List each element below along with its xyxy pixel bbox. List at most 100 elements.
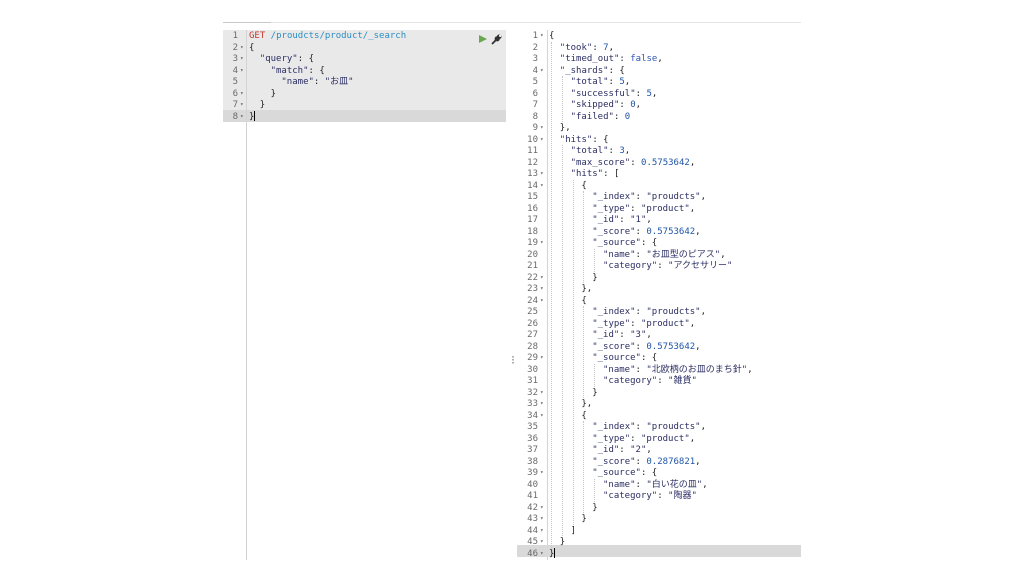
code-line: 38"_score": 0.2876821, bbox=[517, 456, 801, 468]
line-number: 4 bbox=[532, 65, 538, 76]
token-punct: , bbox=[695, 226, 701, 237]
fold-toggle-icon[interactable]: ▾ bbox=[540, 32, 544, 39]
fold-toggle-icon[interactable]: ▾ bbox=[540, 549, 544, 557]
line-number: 8 bbox=[532, 111, 538, 122]
fold-toggle-icon[interactable]: ▾ bbox=[240, 112, 244, 120]
line-number: 33 bbox=[527, 399, 538, 409]
code-line: 3▾"query": { bbox=[223, 53, 506, 65]
code-text: "_score": 0.5753642, bbox=[592, 341, 700, 353]
token-punct: , bbox=[646, 215, 652, 225]
fold-toggle-icon[interactable]: ▾ bbox=[540, 354, 544, 361]
line-number: 15 bbox=[527, 192, 538, 202]
fold-toggle-icon[interactable]: ▾ bbox=[540, 469, 544, 476]
token-punct: : bbox=[635, 479, 647, 490]
line-number: 29 bbox=[527, 353, 538, 363]
fold-toggle-icon[interactable]: ▾ bbox=[240, 66, 244, 74]
code-text: } bbox=[271, 88, 276, 100]
fold-toggle-icon[interactable]: ▾ bbox=[540, 273, 544, 281]
wrench-icon[interactable] bbox=[491, 33, 503, 45]
line-number: 5 bbox=[532, 77, 538, 87]
fold-toggle-icon[interactable]: ▾ bbox=[240, 55, 244, 62]
code-line: 39▾"_source": { bbox=[517, 467, 801, 479]
token-key: "_id" bbox=[592, 330, 620, 340]
token-punct: : bbox=[613, 111, 625, 122]
token-key: "failed" bbox=[570, 111, 614, 122]
code-line: 6"successful": 5, bbox=[517, 88, 801, 100]
fold-toggle-icon[interactable]: ▾ bbox=[240, 101, 244, 108]
token-punct: : bbox=[635, 88, 647, 99]
token-punct: , bbox=[646, 445, 652, 455]
token-punct: } bbox=[592, 272, 598, 283]
token-punct: : bbox=[619, 215, 631, 225]
token-punct: } bbox=[259, 100, 266, 110]
token-key: "_type" bbox=[592, 433, 631, 444]
fold-toggle-icon[interactable]: ▾ bbox=[540, 239, 544, 246]
fold-toggle-icon[interactable]: ▾ bbox=[240, 43, 244, 51]
fold-toggle-icon[interactable]: ▾ bbox=[540, 538, 544, 545]
code-line: 27"_id": "3", bbox=[517, 329, 801, 341]
code-line: 4▾"_shards": { bbox=[517, 65, 801, 77]
fold-toggle-icon[interactable]: ▾ bbox=[540, 124, 544, 131]
line-number: 43 bbox=[527, 514, 538, 524]
fold-toggle-icon[interactable]: ▾ bbox=[540, 515, 544, 522]
line-number: 16 bbox=[527, 203, 538, 214]
token-punct: : [ bbox=[603, 169, 620, 179]
line-number: 4 bbox=[232, 65, 238, 76]
play-icon[interactable] bbox=[479, 35, 487, 43]
code-line: 34▾{ bbox=[517, 410, 801, 422]
line-number: 6 bbox=[532, 88, 538, 99]
code-line: 7"skipped": 0, bbox=[517, 99, 801, 111]
code-text: "took": 7, bbox=[560, 42, 614, 54]
fold-toggle-icon[interactable]: ▾ bbox=[540, 400, 544, 407]
token-key: "successful" bbox=[570, 88, 636, 99]
drag-handle-icon[interactable]: ··· bbox=[510, 352, 517, 369]
code-text: "name": "お皿型のピアス", bbox=[603, 249, 726, 261]
line-number: 41 bbox=[527, 491, 538, 501]
code-line: 17"_id": "1", bbox=[517, 214, 801, 226]
token-punct: , bbox=[720, 249, 726, 260]
token-punct: : bbox=[635, 226, 647, 237]
fold-toggle-icon[interactable]: ▾ bbox=[540, 285, 544, 292]
token-punct: , bbox=[700, 307, 706, 317]
line-number: 26 bbox=[527, 318, 538, 329]
code-line: 10▾"hits": { bbox=[517, 134, 801, 146]
token-punct: } bbox=[270, 88, 277, 99]
code-line: 35"_index": "proudcts", bbox=[517, 421, 801, 433]
code-line: 20"name": "お皿型のピアス", bbox=[517, 249, 801, 261]
token-str: "product" bbox=[640, 318, 690, 329]
line-number: 25 bbox=[527, 307, 538, 317]
fold-toggle-icon[interactable]: ▾ bbox=[540, 411, 544, 419]
fold-toggle-icon[interactable]: ▾ bbox=[540, 296, 544, 304]
code-text: GET /proudcts/product/_search bbox=[249, 30, 406, 42]
fold-toggle-icon[interactable]: ▾ bbox=[540, 170, 544, 177]
code-text: "_type": "product", bbox=[592, 318, 695, 330]
fold-toggle-icon[interactable]: ▾ bbox=[540, 388, 544, 396]
line-number: 34 bbox=[527, 410, 538, 421]
code-text: "_index": "proudcts", bbox=[592, 191, 706, 203]
line-number: 23 bbox=[527, 284, 538, 294]
code-text: { bbox=[581, 180, 586, 192]
token-key: "hits" bbox=[570, 169, 604, 179]
code-line: 42▾} bbox=[517, 502, 801, 514]
line-number: 30 bbox=[527, 364, 538, 375]
code-line: 2▾{ bbox=[223, 42, 506, 54]
token-punct: } bbox=[549, 548, 555, 559]
fold-toggle-icon[interactable]: ▾ bbox=[240, 89, 244, 97]
code-text: ] bbox=[571, 525, 576, 537]
token-punct: , bbox=[657, 54, 663, 64]
code-text: "_score": 0.2876821, bbox=[592, 456, 700, 468]
fold-toggle-icon[interactable]: ▾ bbox=[540, 181, 544, 189]
code-line: 11"total": 3, bbox=[517, 145, 801, 157]
fold-toggle-icon[interactable]: ▾ bbox=[540, 66, 544, 74]
fold-toggle-icon[interactable]: ▾ bbox=[540, 526, 544, 534]
fold-toggle-icon[interactable]: ▾ bbox=[540, 503, 544, 511]
line-number: 2 bbox=[232, 42, 238, 53]
token-bool: false bbox=[630, 54, 658, 64]
code-line: 7▾} bbox=[223, 99, 506, 111]
fold-toggle-icon[interactable]: ▾ bbox=[540, 135, 544, 143]
code-text: } bbox=[260, 99, 265, 111]
code-text: "category": "雑貨" bbox=[603, 375, 697, 387]
token-key: "hits" bbox=[559, 134, 593, 145]
code-text: }, bbox=[560, 122, 571, 134]
